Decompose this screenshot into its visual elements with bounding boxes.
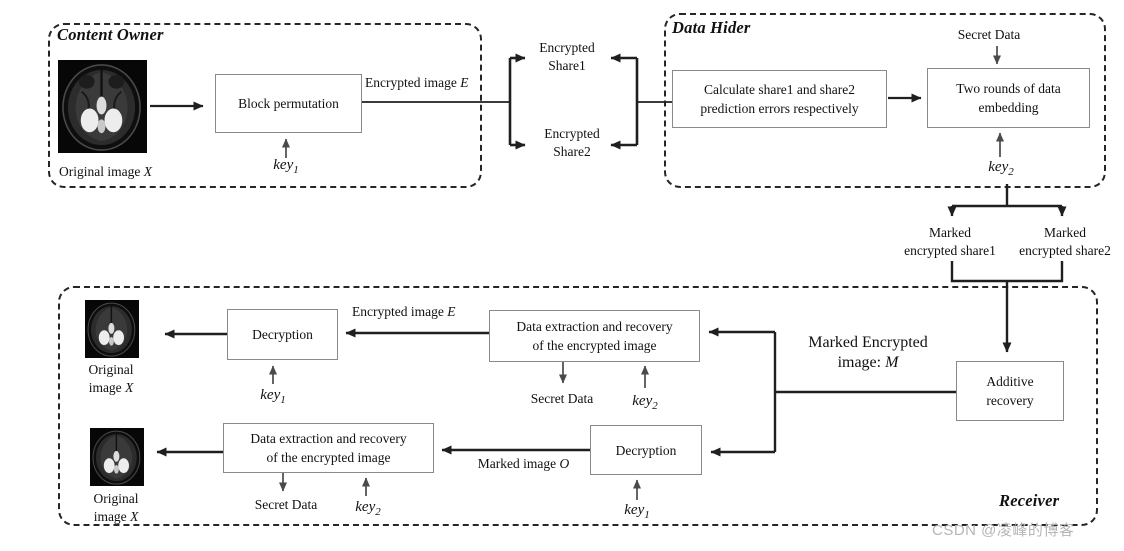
marked-encrypted-line2: image: M bbox=[778, 353, 958, 373]
embed-box-line2: embedding bbox=[978, 100, 1039, 115]
share2-line1: Encrypted bbox=[544, 126, 600, 141]
content-owner-group bbox=[48, 23, 482, 188]
marked-share1-line2: encrypted share1 bbox=[904, 243, 996, 258]
brain-mri-image bbox=[90, 428, 144, 486]
calc-box-line2: prediction errors respectively bbox=[700, 101, 859, 116]
additive-recovery-box: Additive recovery bbox=[956, 361, 1064, 421]
decryption-box-2: Decryption bbox=[590, 425, 702, 475]
key1-label-r1: key1 bbox=[249, 386, 297, 409]
block-permutation-box: Block permutation bbox=[215, 74, 362, 133]
original-image-label-2: Original image X bbox=[71, 361, 151, 397]
original-line2-text: image bbox=[93, 509, 131, 524]
data-hider-title: Data Hider bbox=[672, 18, 751, 37]
data-embedding-box: Two rounds of data embedding bbox=[927, 68, 1090, 128]
extract-box1-line2: of the encrypted image bbox=[532, 338, 657, 353]
key-base: key bbox=[988, 159, 1009, 175]
key-sub: 1 bbox=[280, 394, 286, 406]
encrypted-image-label-receiver: Encrypted image E bbox=[352, 303, 455, 321]
original-line2-text: image bbox=[88, 380, 126, 395]
encrypted-image-text: Encrypted image bbox=[365, 75, 461, 90]
encrypted-share1-label: Encrypted Share1 bbox=[517, 39, 617, 75]
share2-line2: Share2 bbox=[553, 144, 591, 159]
key2-label-r2: key2 bbox=[344, 498, 392, 521]
original-line1: Original bbox=[93, 491, 139, 506]
additive-line2: recovery bbox=[986, 393, 1034, 408]
marked-encrypted-line2-text: image: bbox=[837, 354, 886, 371]
original-image-label-1: Original image X bbox=[59, 163, 152, 181]
original-image-var: X bbox=[143, 164, 152, 179]
key1-label-r2: key1 bbox=[613, 501, 661, 524]
decryption-label-2: Decryption bbox=[615, 442, 677, 458]
secret-data-label-hider: Secret Data bbox=[957, 27, 1021, 42]
key-base: key bbox=[273, 157, 294, 173]
key-sub: 2 bbox=[1008, 166, 1014, 178]
key-sub: 1 bbox=[644, 509, 650, 521]
key-base: key bbox=[632, 393, 653, 409]
content-owner-title: Content Owner bbox=[57, 25, 164, 44]
original-image-label-3: Original image X bbox=[76, 490, 156, 526]
marked-share2-label: Marked encrypted share2 bbox=[998, 224, 1124, 260]
key-sub: 2 bbox=[652, 400, 658, 412]
extract-recovery-box-2: Data extraction and recovery of the encr… bbox=[223, 423, 434, 473]
decryption-label-1: Decryption bbox=[252, 327, 313, 342]
receiver-group bbox=[58, 286, 1098, 526]
marked-encrypted-line2-var: M bbox=[885, 354, 899, 371]
share1-line1: Encrypted bbox=[539, 40, 595, 55]
brain-mri-image bbox=[85, 300, 139, 358]
key2-label-r1: key2 bbox=[621, 392, 669, 415]
embed-box-line1: Two rounds of data bbox=[956, 81, 1061, 96]
marked-image-text: Marked image bbox=[477, 456, 560, 471]
marked-share1-line1: Marked bbox=[929, 225, 971, 240]
marked-encrypted-image-label: Marked Encrypted image: M bbox=[778, 333, 958, 373]
additive-line1: Additive bbox=[986, 374, 1034, 389]
marked-image-var: O bbox=[559, 456, 570, 471]
extract-box2-line2: of the encrypted image bbox=[266, 450, 391, 465]
receiver-title: Receiver bbox=[999, 491, 1060, 510]
original-line2-var: X bbox=[130, 509, 139, 524]
marked-share1-label: Marked encrypted share1 bbox=[883, 224, 1017, 260]
secret-data-label-r2: Secret Data bbox=[254, 497, 318, 512]
marked-encrypted-line1: Marked Encrypted bbox=[808, 334, 928, 351]
brain-mri-image bbox=[58, 60, 147, 153]
extract-box2-line1: Data extraction and recovery bbox=[250, 431, 407, 446]
key-base: key bbox=[260, 387, 281, 403]
calc-prediction-errors-box: Calculate share1 and share2 prediction e… bbox=[672, 70, 887, 128]
encrypted-image-var: E bbox=[460, 75, 469, 90]
decryption-box-1: Decryption bbox=[227, 309, 338, 360]
encrypted-share2-label: Encrypted Share2 bbox=[522, 125, 622, 161]
original-image-text: Original image bbox=[59, 164, 144, 179]
share1-line2: Share1 bbox=[548, 58, 586, 73]
key2-label-hider: key2 bbox=[977, 158, 1025, 181]
key-sub: 2 bbox=[375, 506, 381, 518]
original-line2: image X bbox=[76, 508, 156, 526]
encrypted-image-label-owner: Encrypted image E bbox=[365, 74, 468, 92]
block-permutation-label: Block permutation bbox=[238, 96, 339, 111]
key-sub: 1 bbox=[293, 164, 299, 176]
key-base: key bbox=[355, 499, 376, 515]
original-line2: image X bbox=[71, 379, 151, 397]
key-base: key bbox=[624, 502, 645, 518]
original-line2-var: X bbox=[125, 380, 134, 395]
original-line1: Original bbox=[88, 362, 134, 377]
data-hider-group bbox=[664, 13, 1106, 188]
encrypted-image-text: Encrypted image bbox=[352, 304, 448, 319]
extract-recovery-box-1: Data extraction and recovery of the encr… bbox=[489, 310, 700, 362]
key1-label-owner: key1 bbox=[262, 156, 310, 179]
extract-box1-line1: Data extraction and recovery bbox=[516, 319, 673, 334]
encrypted-image-var: E bbox=[447, 304, 456, 319]
calc-box-line1: Calculate share1 and share2 bbox=[703, 82, 856, 97]
csdn-watermark: CSDN @凌峰的博客 bbox=[932, 522, 1075, 539]
marked-share2-line1: Marked bbox=[1044, 225, 1086, 240]
marked-image-label: Marked image O bbox=[451, 455, 596, 473]
secret-data-label-r1: Secret Data bbox=[530, 391, 594, 406]
marked-share2-line2: encrypted share2 bbox=[1019, 243, 1111, 258]
